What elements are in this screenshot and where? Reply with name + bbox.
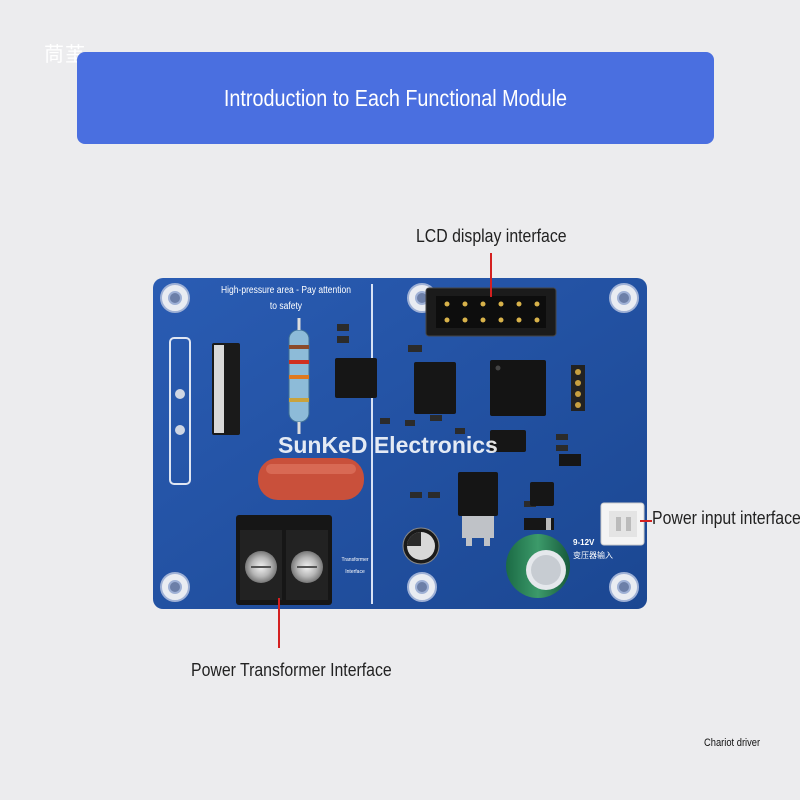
pad-strip xyxy=(169,337,191,485)
input-label-cn: 变压器输入 xyxy=(573,551,613,560)
lcd-connector xyxy=(425,287,557,337)
pin-header xyxy=(571,365,585,411)
u5-microcontroller xyxy=(490,360,546,416)
voltage-regulator xyxy=(458,472,498,546)
banner-title: Introduction to Each Functional Module xyxy=(223,84,568,111)
high-voltage-note: High-pressure area - Pay attention to sa… xyxy=(221,285,351,312)
footer-caption: Chariot driver xyxy=(704,737,761,749)
callout-lcd: LCD display interface xyxy=(416,226,567,246)
callout-power-input: Power input interface xyxy=(652,508,800,528)
terminal-block xyxy=(236,515,332,605)
u3-chip xyxy=(490,430,526,452)
title-banner: Introduction to Each Functional Module xyxy=(77,52,714,144)
leader-power-input xyxy=(640,520,652,522)
power-input-connector xyxy=(600,502,645,546)
leader-lcd xyxy=(490,253,492,297)
leader-transformer xyxy=(278,598,280,648)
large-electrolytic-cap xyxy=(506,534,570,598)
u1-chip xyxy=(414,362,456,414)
transformer-note: Transformer Interface xyxy=(341,557,369,575)
voltage-label: 9-12V xyxy=(573,538,595,547)
brand-watermark: SunKeD Electronics xyxy=(278,432,498,458)
u2-chip xyxy=(335,358,377,398)
callout-transformer: Power Transformer Interface xyxy=(191,660,392,680)
